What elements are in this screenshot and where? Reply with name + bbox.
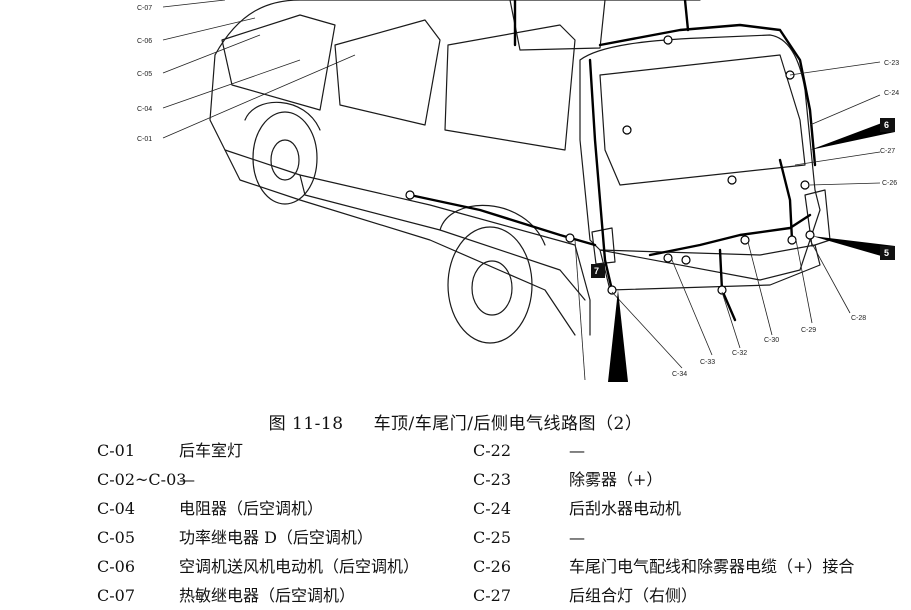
callout-label: C-32 <box>732 350 747 357</box>
front-wheel-arch <box>244 101 321 131</box>
rear-bumper <box>599 244 821 291</box>
rear-wheel-arch <box>439 204 546 246</box>
rear-wheel <box>447 226 533 344</box>
pointer-wedge-5 <box>812 236 895 260</box>
marker-box-6 <box>880 118 895 132</box>
callout-label: C-23 <box>884 60 899 67</box>
tail-light-left <box>591 227 616 265</box>
vehicle-lower-body <box>224 149 576 336</box>
figure-number: 图 11-18 <box>268 414 344 434</box>
connector-node <box>800 180 810 190</box>
harness-door-left <box>588 58 614 292</box>
marker-number: 6 <box>884 120 889 130</box>
harness-light-feed <box>778 158 794 242</box>
connector-description: 空调机送风机电动机（后空调机） <box>179 557 420 576</box>
front-wheel-hub <box>270 139 300 181</box>
connector-node <box>405 190 415 200</box>
connector-code: C-25 <box>473 528 512 547</box>
connector-code: C-01 <box>97 441 136 460</box>
connector-code: C-22 <box>473 441 512 460</box>
connector-description: 功率继电器 D（后空调机） <box>179 528 373 547</box>
marker-number: 7 <box>594 266 599 276</box>
connector-node <box>663 35 673 45</box>
harness-side <box>408 193 597 247</box>
connector-node <box>565 233 575 243</box>
callout-label: C-05 <box>137 71 152 78</box>
connector-code: C-05 <box>97 528 136 547</box>
connector-description: — <box>569 528 585 547</box>
harness-vertical-2 <box>683 0 690 32</box>
marker-box-5 <box>880 246 895 260</box>
connector-code: C-24 <box>473 499 512 518</box>
callout-label: C-30 <box>764 337 779 344</box>
front-wheel <box>252 111 318 205</box>
connector-node <box>607 285 617 295</box>
callout-label: C-28 <box>851 315 866 322</box>
harness-roof <box>598 23 817 167</box>
connector-code: C-23 <box>473 470 512 489</box>
callout-label: C-33 <box>700 359 715 366</box>
callout-label: C-06 <box>137 38 152 45</box>
vehicle-roof-line <box>214 0 701 56</box>
connector-node <box>663 253 673 263</box>
connector-node <box>787 235 797 245</box>
connector-description: — <box>179 470 195 489</box>
connector-code: C-07 <box>97 586 136 605</box>
connector-node <box>740 235 750 245</box>
connector-node <box>727 175 737 185</box>
connector-code: C-26 <box>473 557 512 576</box>
marker-number: 5 <box>884 248 889 258</box>
side-window-2 <box>334 19 441 126</box>
connector-node <box>805 230 815 240</box>
connector-code: C-06 <box>97 557 136 576</box>
callout-label: C-24 <box>884 90 899 97</box>
figure-caption: 图 11-18 车顶/车尾门/后侧电气线路图（2） <box>0 409 911 434</box>
marker-box-7 <box>591 264 605 278</box>
rear-door-frame <box>579 34 821 281</box>
connector-description: — <box>569 441 585 460</box>
callout-label: C-34 <box>672 371 687 378</box>
connector-node <box>681 255 691 265</box>
callout-label: C-27 <box>880 148 895 155</box>
harness-bumper <box>648 213 812 257</box>
side-window-3 <box>444 24 576 151</box>
connector-node <box>717 285 727 295</box>
wiring-diagram: C-07C-06C-05C-04C-01 C-23C-24C-27C-26C-28… <box>137 0 899 382</box>
rear-window <box>599 54 806 186</box>
connector-description: 热敏继电器（后空调机） <box>179 586 356 605</box>
connector-node <box>622 125 632 135</box>
connector-description: 后刮水器电动机 <box>569 499 682 518</box>
rear-wheel-hub <box>471 260 513 316</box>
figure-title: 车顶/车尾门/后侧电气线路图（2） <box>373 414 643 434</box>
pointer-wedge-6 <box>810 118 895 150</box>
callout-label: C-04 <box>137 106 152 113</box>
connector-code: C-27 <box>473 586 512 605</box>
connector-description: 电阻器（后空调机） <box>179 499 324 518</box>
callout-label: C-26 <box>882 180 897 187</box>
side-window-1 <box>221 14 336 111</box>
pointer-wedge-7 <box>608 290 628 382</box>
callout-label: C-29 <box>801 327 816 334</box>
connector-code: C-02~C-03 <box>97 470 187 489</box>
connector-code: C-04 <box>97 499 136 518</box>
connector-description: 除雾器（+） <box>569 470 663 489</box>
vehicle-rocker <box>299 174 586 301</box>
callout-label: C-01 <box>137 136 152 143</box>
connector-description: 后组合灯（右侧） <box>569 586 698 605</box>
vehicle-side-outline <box>209 54 591 336</box>
callout-label: C-07 <box>137 5 152 12</box>
connector-description: 车尾门电气配线和除雾器电缆（+）接合 <box>569 557 855 576</box>
connector-description: 后车室灯 <box>179 441 244 460</box>
